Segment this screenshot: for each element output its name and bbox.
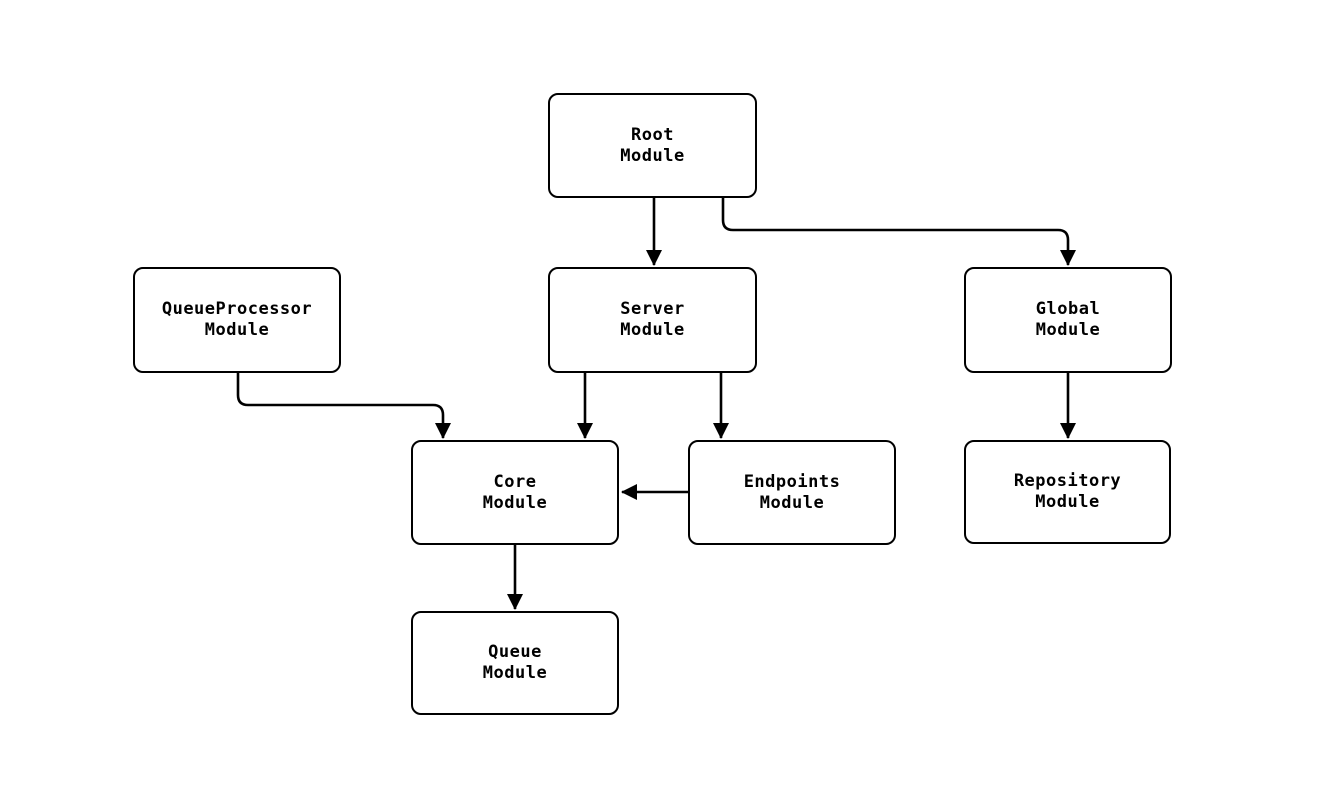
node-label: Global Module (1035, 299, 1101, 340)
edge-root-to-global (721, 198, 1076, 266)
node-label: Queue Module (482, 642, 548, 683)
node-core-module: Core Module (411, 440, 619, 545)
node-server-module: Server Module (548, 267, 757, 373)
node-label: Server Module (620, 299, 685, 340)
node-queue-module: Queue Module (411, 611, 619, 715)
node-root-module: Root Module (548, 93, 757, 198)
node-label: Core Module (482, 471, 548, 513)
edge-queueprocessor-to-core (236, 373, 451, 439)
node-global-module: Global Module (964, 267, 1172, 373)
node-label: Endpoints Module (743, 471, 841, 513)
node-queueprocessor-module: QueueProcessor Module (133, 267, 341, 373)
node-label: QueueProcessor Module (161, 299, 313, 340)
node-endpoints-module: Endpoints Module (688, 440, 896, 545)
node-label: Root Module (620, 124, 685, 166)
node-repository-module: Repository Module (964, 440, 1171, 544)
node-label: Repository Module (1013, 471, 1122, 512)
